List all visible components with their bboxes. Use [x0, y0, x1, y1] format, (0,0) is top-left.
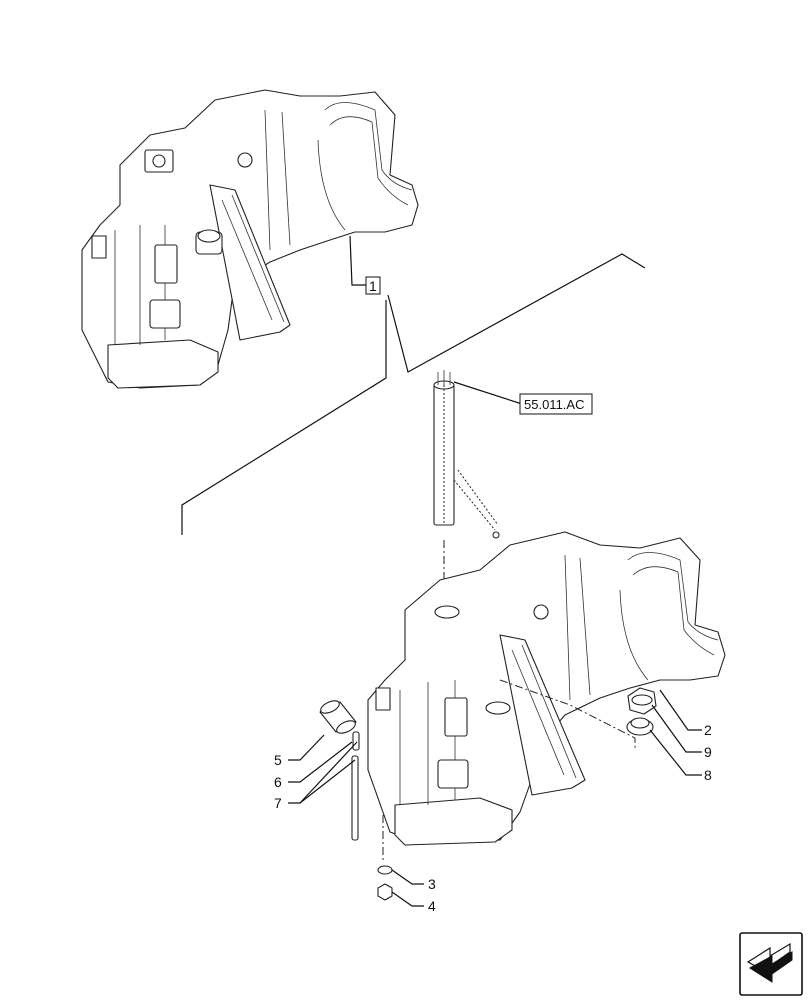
reference-label: 55.011.AC [524, 397, 584, 412]
callout-5: 5 [274, 734, 325, 768]
callout-7-label: 7 [274, 795, 282, 811]
upper-tank-assembly [81, 89, 419, 389]
leader-lines [181, 253, 646, 535]
callout-5-label: 5 [274, 752, 282, 768]
lower-tank-assembly [367, 531, 726, 846]
callout-6: 6 [274, 741, 353, 790]
filler-cap-parts [499, 679, 657, 748]
callout-8-label: 8 [704, 767, 712, 783]
callout-9: 9 [651, 704, 712, 760]
callout-1: 1 [349, 235, 381, 295]
callout-6-label: 6 [274, 774, 282, 790]
next-page-arrow-icon[interactable] [739, 932, 803, 996]
fuel-sender-tube [433, 370, 523, 539]
callout-7: 7 [274, 741, 358, 811]
callout-9-label: 9 [704, 744, 712, 760]
callout-3: 3 [428, 876, 436, 892]
callout-4: 4 [428, 898, 436, 914]
bushing-and-pins [319, 700, 360, 841]
callout-4-label: 4 [428, 898, 436, 914]
callout-2: 2 [659, 689, 712, 738]
reference-callout: 55.011.AC [519, 393, 593, 415]
callout-1-label: 1 [369, 278, 377, 294]
drain-plug-parts [377, 815, 424, 907]
callout-3-label: 3 [428, 876, 436, 892]
callout-2-label: 2 [704, 722, 712, 738]
callout-8: 8 [649, 729, 712, 783]
